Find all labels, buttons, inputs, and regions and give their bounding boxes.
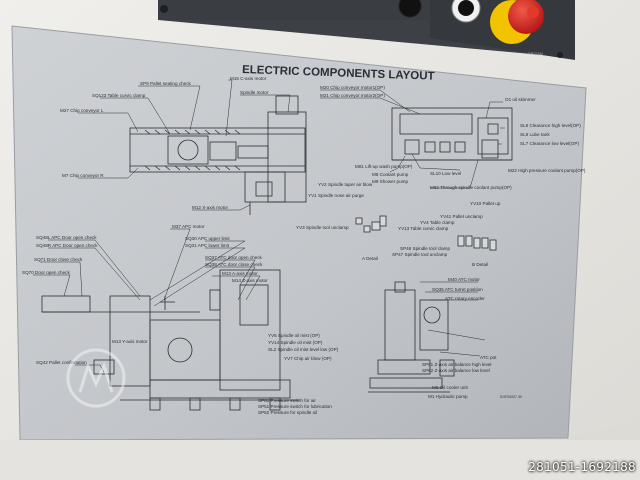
valve-detail-a — [355, 215, 387, 233]
label-m15: M15 C-axis motor — [230, 76, 267, 81]
valve-detail-b — [457, 235, 497, 251]
label-sp47: SP47 Spindle tool unclamp — [392, 252, 448, 257]
leader-lines — [33, 79, 505, 373]
control-panel: SP22(A) — [158, 0, 575, 60]
label-m7: M7 Chip conveyor R — [62, 173, 104, 178]
label-sl9: SL9 Lube tank — [520, 132, 550, 137]
label-sp81: SP81 Pressure switch for air — [258, 398, 316, 403]
front-elevation-drawing — [41, 269, 300, 411]
label-sl2: SL2 Spindle oil mist level low (OP) — [268, 347, 339, 352]
plan-view-drawing — [129, 95, 307, 215]
label-m13a: M13 A-axis motor — [222, 271, 258, 276]
image-caption: 281051-1692188 — [528, 460, 636, 474]
label-yv10: YV10 Pallet up — [470, 201, 501, 206]
label-yv14: YV14 Spindle oil mist (OP) — [268, 340, 323, 345]
label-yv13: YV13 Table curvic clamp — [398, 226, 449, 231]
label-m82: M82 Through spindle coolant pump(OP) — [430, 185, 512, 190]
label-yv41: YV41 Pallet unclamp — [440, 214, 483, 219]
label-m1: M1 Hydraulic pump — [428, 394, 468, 399]
label-m9: M9 Shower pump — [372, 179, 408, 184]
label-sq71: SQ71 Door close check — [34, 257, 83, 262]
label-yv2: YV2 Spindle taper air blow — [318, 182, 373, 187]
label-sq31: SQ31 APC lower limit — [185, 243, 230, 248]
label-m13: M13 Y-axis motor — [112, 339, 148, 344]
housing-bottom — [0, 440, 640, 480]
label-sp52: SP52 Pressure for spindle oil — [258, 410, 317, 415]
label-sp51: SP51 Pressure switch for lubrication — [258, 404, 332, 409]
electric-components-plate: ELECTRIC COMPONENTS LAYOUT — [11, 25, 587, 441]
label-sq30: SQ30 APC upper limit — [185, 236, 230, 241]
black-button[interactable] — [398, 0, 422, 18]
label-sl8: SL8 Clearance high level(OP) — [520, 123, 581, 128]
label-sq70: SQ70 Door open check — [22, 270, 70, 275]
label-m40: M40 ATC motor — [448, 277, 480, 282]
label-sq37: SQ37 ATC door open check — [205, 255, 263, 260]
label-sq123: SQ123 Table curvic clamp — [92, 93, 146, 98]
label-m21: M21 Chip conveyor motor2(OP) — [320, 93, 385, 98]
label-serial: SGF00007-30 — [500, 395, 522, 399]
label-m22: M22 High pressure coolant pump(OP) — [508, 168, 586, 173]
label-sq35: SQ35 ATC turret position — [432, 287, 483, 292]
label-m81: M81 Lift-up wash pump(OP) — [355, 164, 413, 169]
label-sl7: SL7 Clearance low level(OP) — [520, 141, 579, 146]
label-m6: M6 Oil cooler unit — [432, 385, 468, 390]
label-spindle-motor: Spindle motor — [240, 90, 269, 95]
label-sq48l: SQ48L APC Door open check — [36, 235, 97, 240]
label-atc-rotary: ATC rotary encoder — [445, 296, 485, 301]
label-m8: M8 Coolant pump — [372, 172, 409, 177]
panel-tag: SP22(A) — [528, 51, 544, 56]
label-b-detail: B Detail — [472, 262, 488, 267]
label-sq48r: SQ48R APC Door open check — [36, 243, 98, 248]
coolant-tank-drawing — [391, 107, 513, 161]
label-atc-pot: ATC pot — [480, 355, 497, 360]
label-m27: M27 Chip conveyor L — [60, 108, 104, 113]
label-sl10: SL10 Low level — [430, 171, 461, 176]
panel-screw — [160, 5, 168, 13]
plate-labels: SP9 Pallet seating check M15 C-axis moto… — [22, 76, 586, 415]
label-m14: M14 Z-axis motor — [232, 278, 268, 283]
label-m12: M12 X-axis motor — [192, 205, 228, 210]
label-sp9: SP9 Pallet seating check — [140, 81, 192, 86]
label-sp62: SP62 Z-axis air balance low level — [422, 368, 490, 373]
label-m20: M20 Chip conveyor motor1(OP) — [320, 85, 385, 90]
label-yv4: YV4 Table clamp — [420, 220, 455, 225]
label-yv3: YV3 Spindle tool unclamp — [296, 225, 349, 230]
label-oil-skimmer: O1 oil skimmer — [505, 97, 536, 102]
label-sp61: SP61 Z-axis air balance high level — [422, 362, 491, 367]
label-yv7: YV7 Chip air blow (OP) — [284, 356, 332, 361]
label-m37: M37 APC motor — [172, 224, 205, 229]
side-elevation-drawing — [368, 281, 455, 393]
emergency-stop-button[interactable] — [490, 0, 544, 44]
label-yv5: YV5 Spindle oil mist (OP) — [268, 333, 320, 338]
watermark-logo — [66, 348, 126, 408]
label-a-detail: A Detail — [362, 256, 378, 261]
label-sq42: SQ42 Pallet confirmation — [36, 360, 87, 365]
panel-screw — [557, 52, 563, 58]
label-yv1: YV1 Spindle nose air purge — [308, 193, 364, 198]
label-sp46: SP46 Spindle tool clamp — [400, 246, 450, 251]
label-sq38: SQ38 ATC door close check — [205, 262, 263, 267]
